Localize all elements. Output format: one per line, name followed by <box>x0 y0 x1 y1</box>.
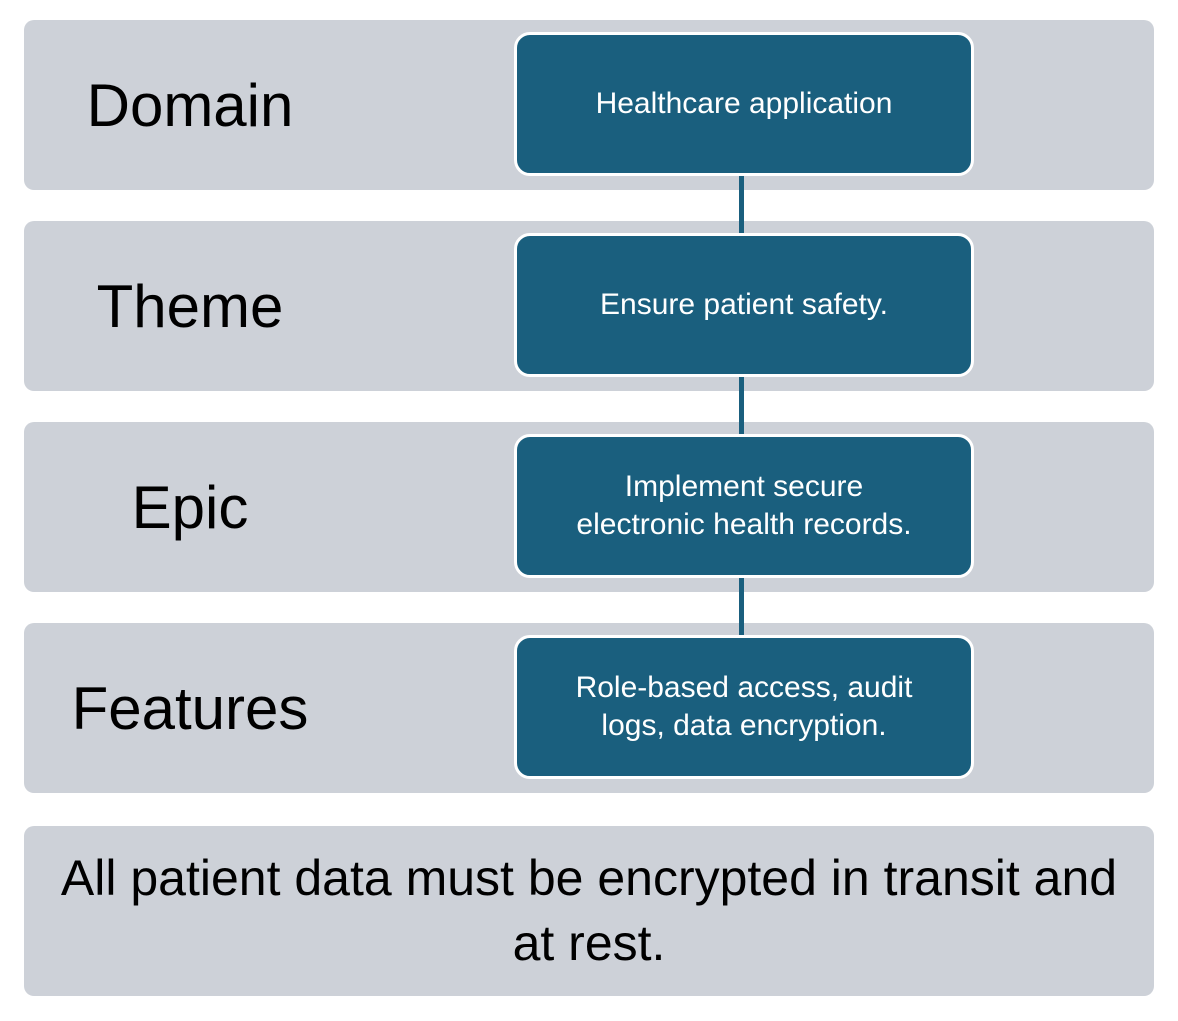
row-epic-label: Epic <box>131 473 249 541</box>
row-theme-label-area: Theme <box>24 221 356 391</box>
row-features-label-area: Features <box>24 623 356 793</box>
connector-epic-features <box>739 578 744 636</box>
row-domain: Domain Healthcare application <box>24 20 1154 190</box>
epic-value-box: Implement secure electronic health recor… <box>514 434 974 578</box>
theme-value-box: Ensure patient safety. <box>514 233 974 377</box>
row-epic: Epic Implement secure electronic health … <box>24 422 1154 592</box>
epic-value-text: Implement secure electronic health recor… <box>576 469 912 541</box>
domain-value-text: Healthcare application <box>595 86 893 120</box>
row-theme: Theme Ensure patient safety. <box>24 221 1154 391</box>
connector-domain-theme <box>739 176 744 234</box>
row-domain-label-area: Domain <box>24 20 356 190</box>
domain-value-box: Healthcare application <box>514 32 974 176</box>
note-panel: All patient data must be encrypted in tr… <box>24 826 1154 996</box>
row-theme-label: Theme <box>96 272 284 340</box>
row-features-label: Features <box>71 674 309 742</box>
features-value-box: Role-based access, audit logs, data encr… <box>514 635 974 779</box>
connector-theme-epic <box>739 377 744 435</box>
theme-value-text: Ensure patient safety. <box>600 287 888 321</box>
row-features: Features Role-based access, audit logs, … <box>24 623 1154 793</box>
features-value-text: Role-based access, audit logs, data encr… <box>575 670 913 742</box>
row-domain-label: Domain <box>86 71 294 139</box>
note-text: All patient data must be encrypted in tr… <box>60 850 1118 971</box>
row-epic-label-area: Epic <box>24 422 356 592</box>
